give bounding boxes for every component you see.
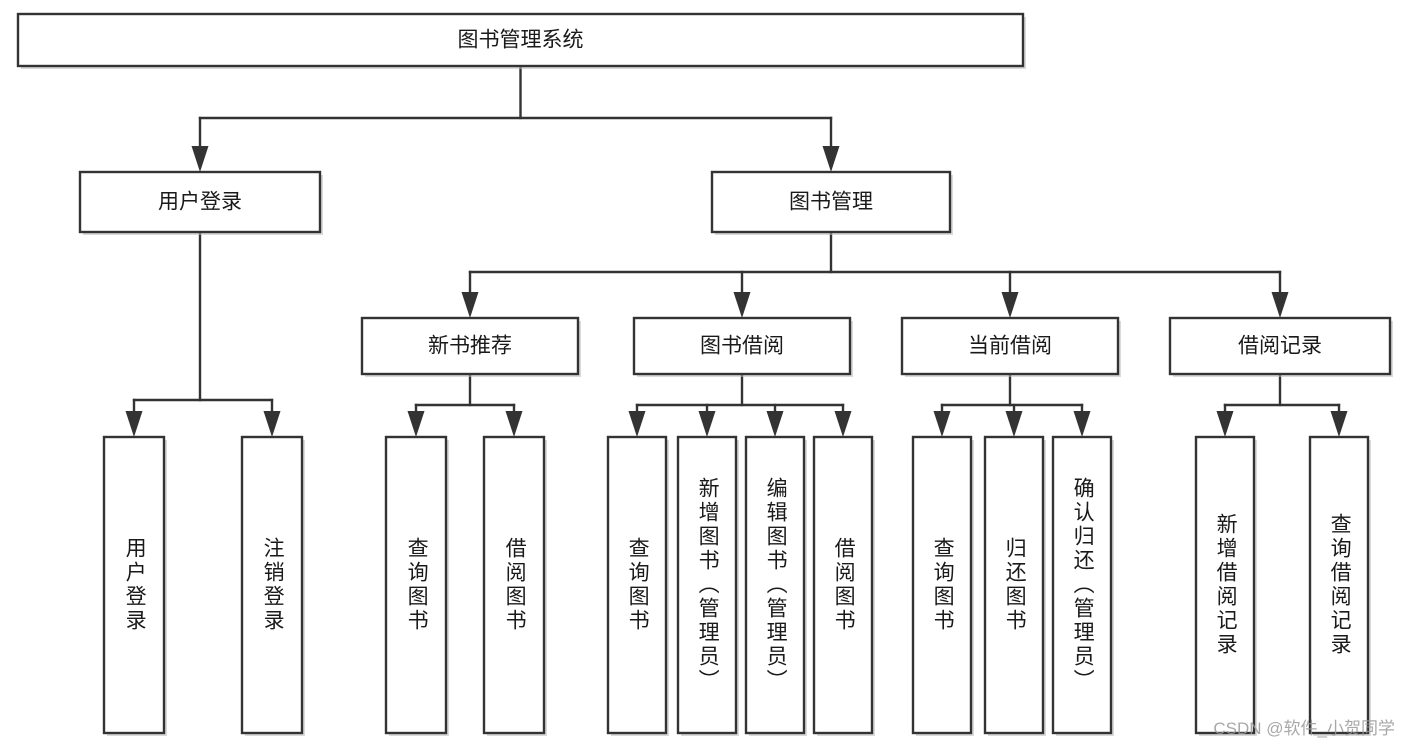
- node-box[interactable]: [240, 435, 304, 735]
- arrow-head-icon: [1271, 292, 1289, 318]
- node-box[interactable]: [384, 435, 448, 735]
- node-book-borrow[interactable]: 图书借阅: [632, 316, 853, 377]
- node-label: 图书管理系统: [458, 29, 584, 52]
- arrow-head-icon: [733, 292, 751, 318]
- node-label: 图书借阅: [700, 335, 784, 358]
- arrow-head-icon: [461, 292, 479, 318]
- node-box[interactable]: [983, 435, 1045, 735]
- node-box[interactable]: [606, 435, 668, 735]
- arrow-head-icon: [505, 411, 523, 437]
- node-leaf-return-book[interactable]: [983, 435, 1046, 736]
- node-box[interactable]: [744, 435, 806, 735]
- node-box[interactable]: [1168, 316, 1392, 376]
- arrow-head-icon: [1073, 411, 1091, 437]
- edge-group: [933, 372, 1091, 437]
- node-label: 当前借阅: [968, 335, 1052, 358]
- edge-group: [125, 230, 281, 437]
- arrow-head-icon: [698, 411, 716, 437]
- node-box[interactable]: [482, 435, 546, 735]
- node-box[interactable]: [911, 435, 973, 735]
- node-label: 借阅记录: [1238, 335, 1322, 358]
- edges-layer: [125, 64, 1348, 437]
- arrow-head-icon: [766, 411, 784, 437]
- node-leaf-edit-book-admin[interactable]: [744, 435, 807, 736]
- edge-group: [461, 230, 1289, 318]
- arrow-head-icon: [1216, 411, 1234, 437]
- node-leaf-borrow-book-2[interactable]: [812, 435, 875, 736]
- node-leaf-query-book-1[interactable]: [384, 435, 449, 736]
- node-leaf-user-login[interactable]: [102, 435, 167, 736]
- arrow-head-icon: [125, 411, 143, 437]
- node-borrow-record[interactable]: 借阅记录: [1168, 316, 1393, 377]
- node-box[interactable]: [360, 316, 580, 376]
- node-label: 用户登录: [158, 191, 242, 214]
- node-box[interactable]: [1051, 435, 1113, 735]
- node-leaf-confirm-return-admin[interactable]: [1051, 435, 1114, 736]
- edge-group: [1216, 372, 1348, 437]
- arrow-head-icon: [263, 411, 281, 437]
- node-box[interactable]: [812, 435, 874, 735]
- node-leaf-query-book-2[interactable]: [606, 435, 669, 736]
- node-leaf-query-borrow-record[interactable]: [1308, 435, 1371, 736]
- edge-group: [191, 64, 840, 172]
- node-root[interactable]: 图书管理系统: [16, 12, 1026, 69]
- node-box[interactable]: [676, 435, 738, 735]
- watermark-text: CSDN @软件_小贺同学: [1213, 719, 1395, 738]
- arrow-head-icon: [191, 146, 209, 172]
- node-box[interactable]: [1194, 435, 1256, 735]
- node-leaf-add-borrow-record[interactable]: [1194, 435, 1257, 736]
- arrow-head-icon: [1005, 411, 1023, 437]
- arrow-head-icon: [933, 411, 951, 437]
- node-user-login[interactable]: 用户登录: [78, 170, 323, 235]
- node-box[interactable]: [710, 170, 952, 234]
- arrow-head-icon: [407, 411, 425, 437]
- node-box[interactable]: [1308, 435, 1370, 735]
- arrow-head-icon: [822, 146, 840, 172]
- node-leaf-add-book-admin[interactable]: [676, 435, 739, 736]
- node-box[interactable]: [78, 170, 322, 234]
- node-box[interactable]: [632, 316, 852, 376]
- node-label: 图书管理: [789, 191, 873, 214]
- node-leaf-query-book-3[interactable]: [911, 435, 974, 736]
- node-book-manage[interactable]: 图书管理: [710, 170, 953, 235]
- arrow-head-icon: [1330, 411, 1348, 437]
- arrow-head-icon: [834, 411, 852, 437]
- arrow-head-icon: [628, 411, 646, 437]
- node-leaf-logout-login[interactable]: [240, 435, 305, 736]
- node-leaf-borrow-book-1[interactable]: [482, 435, 547, 736]
- node-current-borrow[interactable]: 当前借阅: [900, 316, 1121, 377]
- node-box[interactable]: [102, 435, 166, 735]
- node-box[interactable]: [900, 316, 1120, 376]
- node-label: 新书推荐: [428, 335, 512, 358]
- node-box[interactable]: [16, 12, 1025, 68]
- edge-group: [628, 372, 852, 437]
- arrow-head-icon: [1001, 292, 1019, 318]
- node-new-book-recommend[interactable]: 新书推荐: [360, 316, 581, 377]
- edge-group: [407, 372, 523, 437]
